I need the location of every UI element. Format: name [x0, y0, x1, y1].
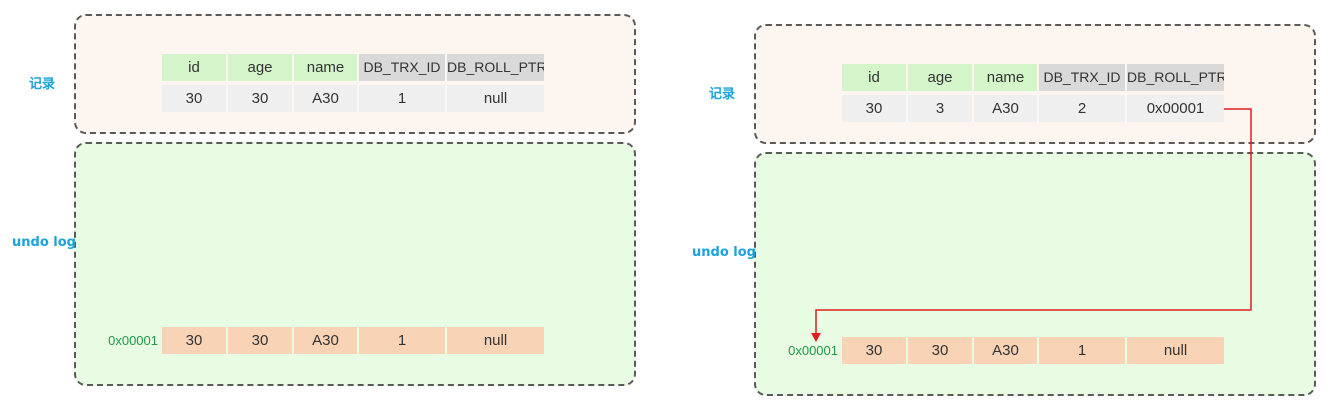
- roll-pointer-line: [815, 108, 1252, 334]
- right-undo-db-roll-ptr: null: [1127, 337, 1224, 364]
- right-record-id: 30: [842, 95, 906, 122]
- left-undo-age: 30: [228, 327, 292, 354]
- right-header-db-roll-ptr: DB_ROLL_PTR: [1127, 64, 1224, 91]
- left-undo-db-roll-ptr: null: [447, 327, 544, 354]
- left-record-db-trx-id: 1: [359, 85, 445, 112]
- left-undo-name: A30: [294, 327, 357, 354]
- right-undo-id: 30: [842, 337, 906, 364]
- right-record-age: 3: [908, 95, 972, 122]
- right-undo-name: A30: [974, 337, 1037, 364]
- left-record-label: 记录: [29, 77, 56, 92]
- right-header-age: age: [908, 64, 972, 91]
- right-record-name: A30: [974, 95, 1037, 122]
- right-header-db-trx-id: DB_TRX_ID: [1039, 64, 1125, 91]
- right-undo-log-label: undo log: [692, 245, 756, 260]
- left-header-age: age: [228, 54, 292, 81]
- right-undo-address: 0x00001: [788, 343, 838, 358]
- left-record-db-roll-ptr: null: [447, 85, 544, 112]
- right-header-id: id: [842, 64, 906, 91]
- right-undo-age: 30: [908, 337, 972, 364]
- right-undo-db-trx-id: 1: [1039, 337, 1125, 364]
- right-record-db-roll-ptr: 0x00001: [1127, 95, 1224, 122]
- left-undo-id: 30: [162, 327, 226, 354]
- left-record-id: 30: [162, 85, 226, 112]
- left-record-age: 30: [228, 85, 292, 112]
- left-header-name: name: [294, 54, 357, 81]
- right-header-name: name: [974, 64, 1037, 91]
- left-undo-db-trx-id: 1: [359, 327, 445, 354]
- left-undo-log-label: undo log: [12, 235, 76, 250]
- right-record-db-trx-id: 2: [1039, 95, 1125, 122]
- left-header-id: id: [162, 54, 226, 81]
- left-undo-address: 0x00001: [108, 333, 158, 348]
- left-record-name: A30: [294, 85, 357, 112]
- right-record-label: 记录: [709, 87, 736, 102]
- left-header-db-trx-id: DB_TRX_ID: [359, 54, 445, 81]
- roll-pointer-arrowhead-icon: [811, 333, 821, 342]
- left-header-db-roll-ptr: DB_ROLL_PTR: [447, 54, 544, 81]
